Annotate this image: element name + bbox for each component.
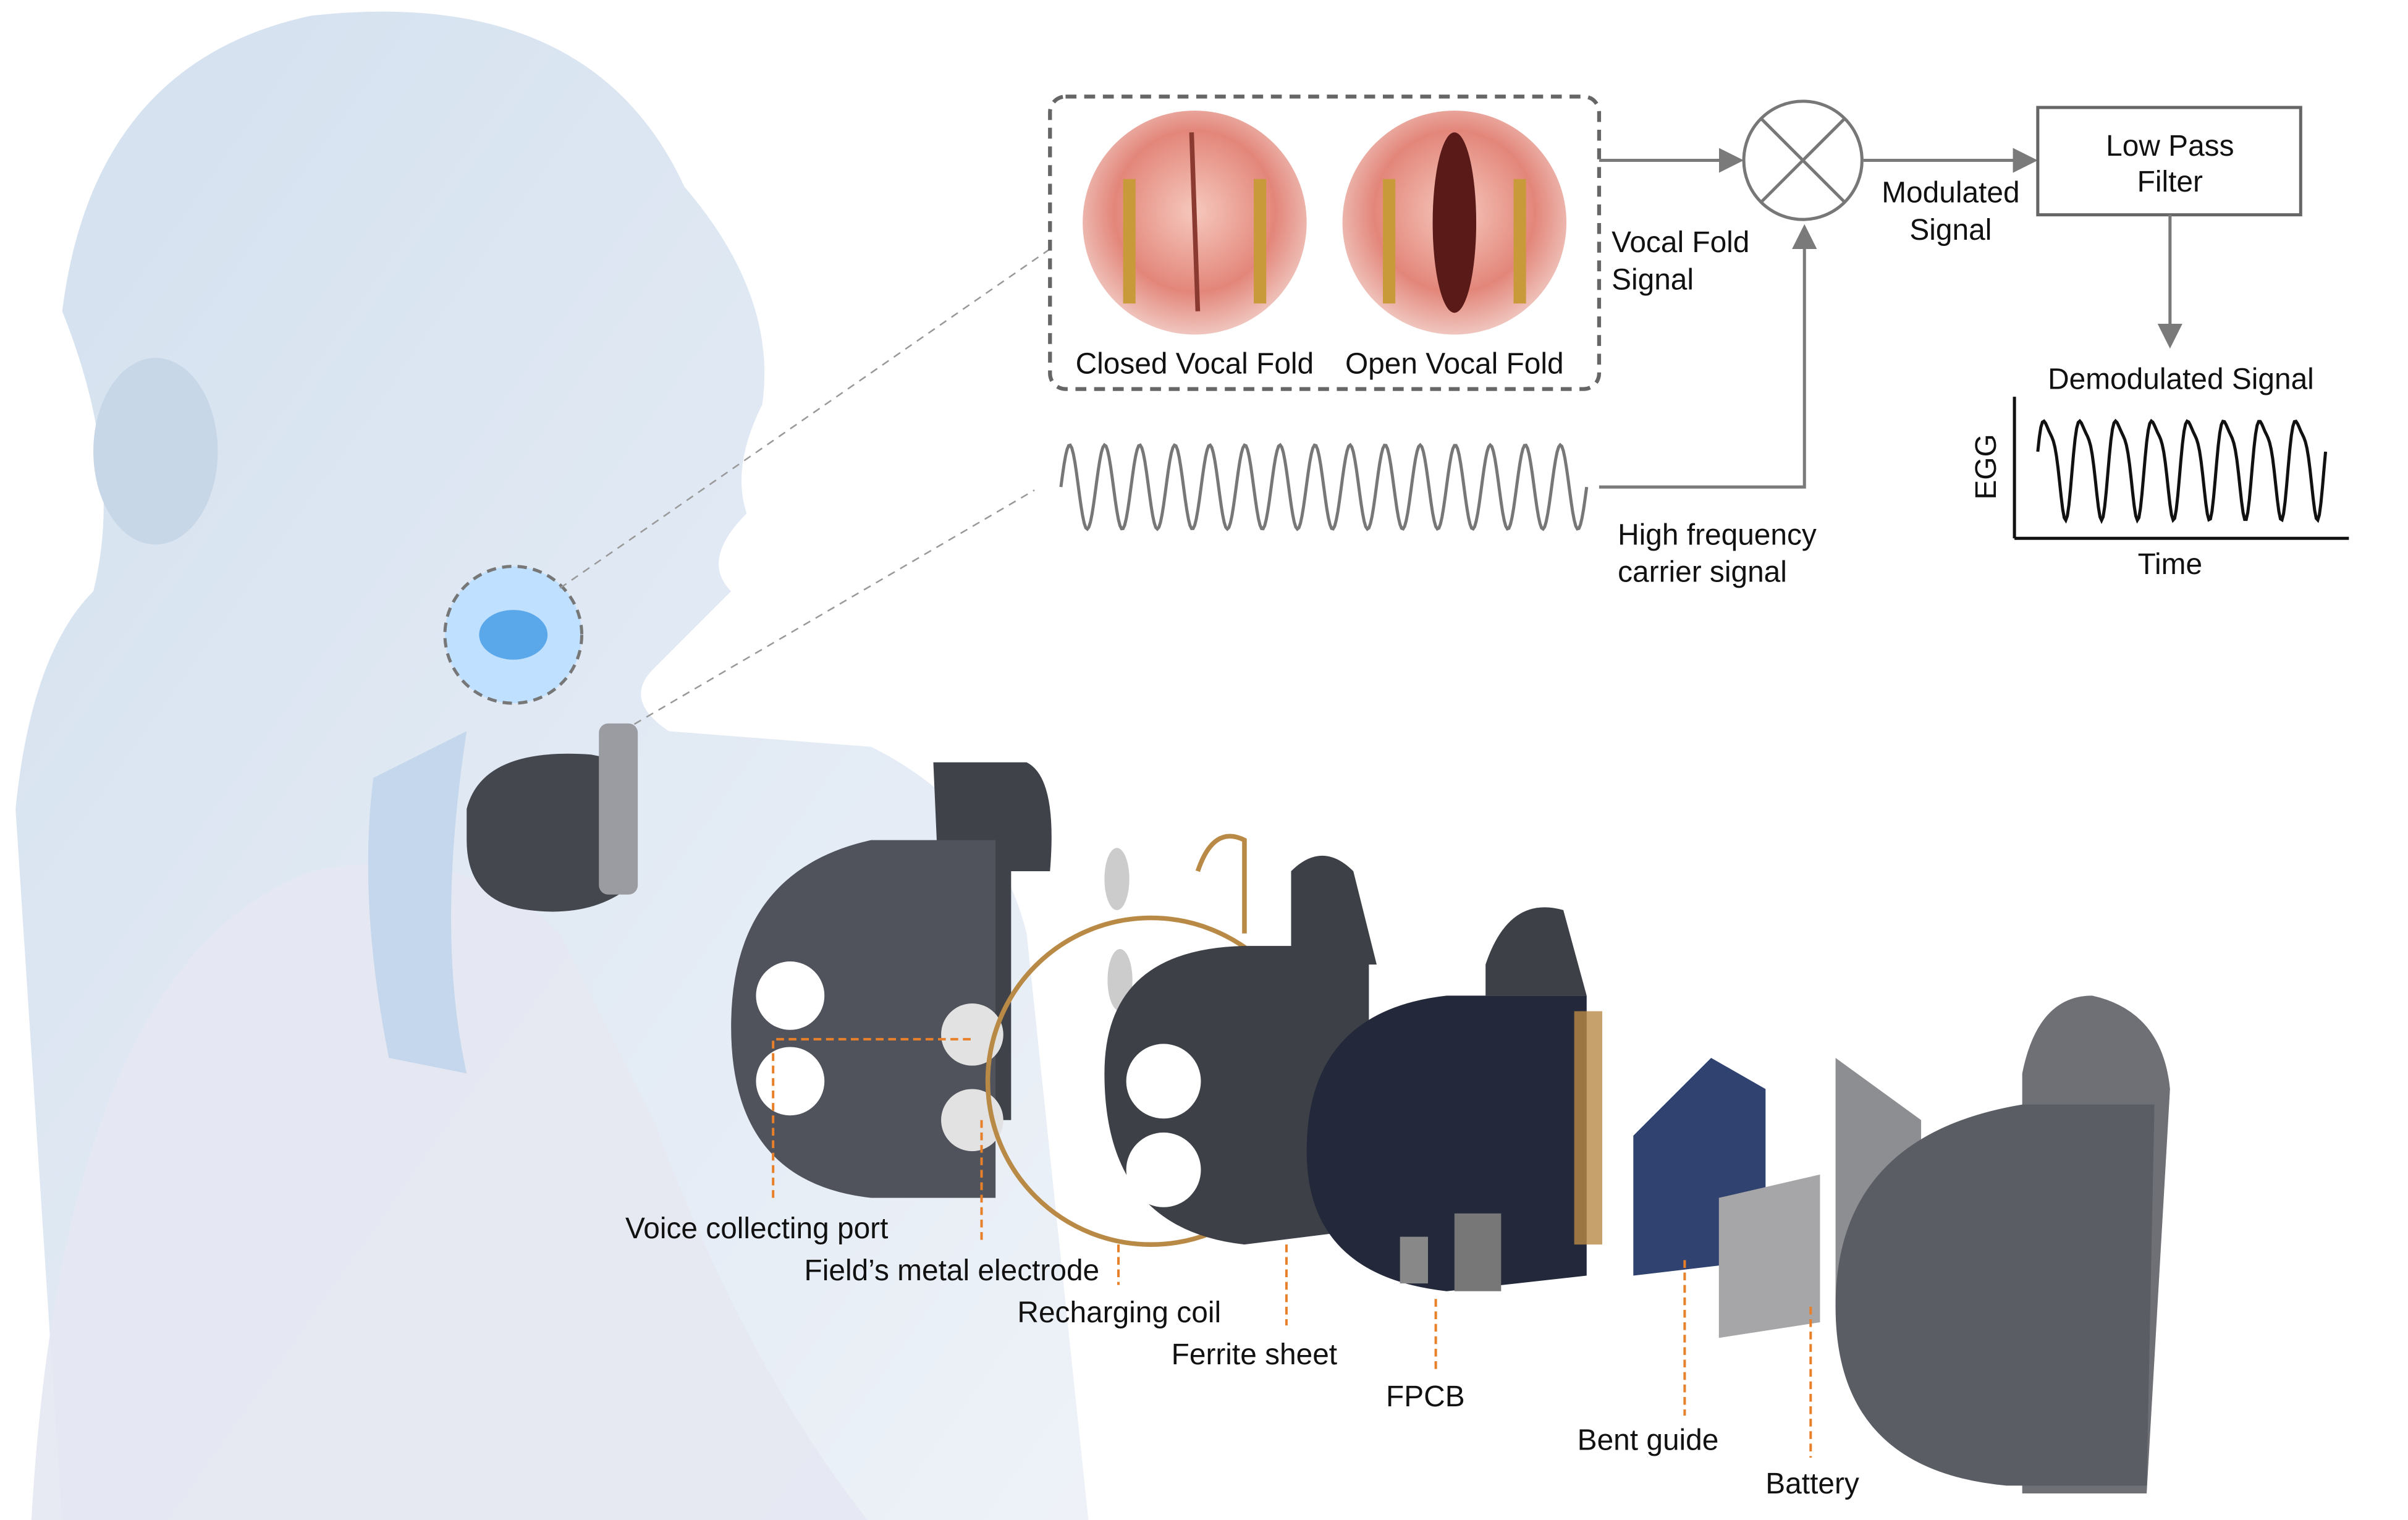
lpf-label-2: Filter bbox=[2137, 166, 2203, 198]
label-fpcb: FPCB bbox=[1386, 1380, 1465, 1413]
label-battery: Battery bbox=[1765, 1467, 1859, 1500]
exploded-device bbox=[731, 762, 2170, 1493]
label-bent-guide: Bent guide bbox=[1578, 1424, 1719, 1456]
lpf-label-1: Low Pass bbox=[2106, 130, 2234, 163]
demodulated-title: Demodulated Signal bbox=[2048, 363, 2314, 396]
carrier-sine-wave bbox=[1059, 442, 1589, 531]
label-voice-collecting-port: Voice collecting port bbox=[625, 1212, 888, 1245]
vocal-fold-signal-label-1: Vocal Fold bbox=[1612, 226, 1749, 259]
label-ferrite-sheet: Ferrite sheet bbox=[1172, 1338, 1337, 1371]
open-vocal-fold-label: Open Vocal Fold bbox=[1345, 347, 1564, 380]
carrier-label-2: carrier signal bbox=[1618, 556, 1787, 589]
modulated-signal-label-2: Signal bbox=[1909, 214, 1992, 247]
zoom-callout bbox=[443, 248, 1050, 732]
demodulated-signal-plot: Demodulated Signal EGG Time bbox=[1970, 363, 2349, 581]
carrier-label-1: High frequency bbox=[1618, 518, 1817, 551]
egg-waveform bbox=[2036, 418, 2328, 525]
modulated-signal-label-1: Modulated bbox=[1882, 176, 2019, 209]
y-axis-label: EGG bbox=[1970, 434, 2003, 499]
label-recharging-coil: Recharging coil bbox=[1017, 1296, 1221, 1329]
fpcb bbox=[1306, 995, 1587, 1291]
part-labels: Voice collecting port Field’s metal elec… bbox=[625, 1037, 1859, 1500]
vocal-fold-panel: Closed Vocal Fold Open Vocal Fold bbox=[1048, 95, 1602, 391]
worn-device bbox=[467, 723, 638, 912]
x-axis-label: Time bbox=[2138, 548, 2203, 581]
back-cover bbox=[1835, 1104, 2155, 1486]
closed-vocal-fold-label: Closed Vocal Fold bbox=[1076, 347, 1314, 380]
multiplier-icon bbox=[1742, 99, 1864, 221]
label-metal-electrode: Field’s metal electrode bbox=[805, 1254, 1100, 1287]
vocal-fold-signal-label-2: Signal bbox=[1612, 263, 1694, 296]
battery bbox=[1718, 1174, 1820, 1338]
signal-chain: Vocal Fold Signal Modulated Signal Low P… bbox=[1059, 99, 2302, 589]
